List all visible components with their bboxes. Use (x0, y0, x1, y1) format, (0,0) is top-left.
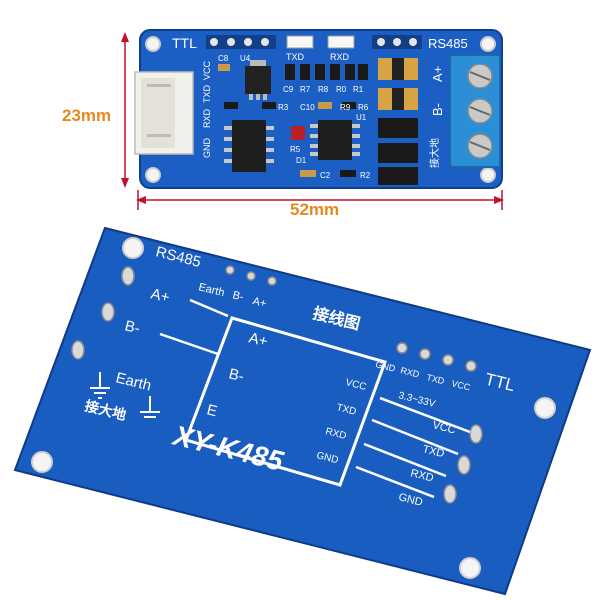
left-label-b: B- (123, 317, 142, 337)
top-board: TTL RS485 TXD RXD GND RXD TXD VCC A+ B- … (134, 29, 503, 189)
ref-r0: R0 (336, 85, 347, 94)
right-label-gnd: GND (397, 491, 424, 509)
box-label-vcc: VCC (344, 377, 367, 393)
bottom-board: RS485 Earth B- A+ 接线图 A+ B- Earth 接大地 A+… (13, 226, 592, 596)
ttl-pin-rxd: RXD (400, 365, 421, 379)
ttl-connector (134, 71, 194, 155)
height-dimension-label: 23mm (62, 106, 111, 125)
wiring-diagram-box (184, 316, 387, 487)
top-pin-labels: GND RXD TXD VCC (202, 60, 212, 158)
txd-led (286, 35, 314, 49)
box-label-b: B- (227, 365, 246, 385)
txd-led-label: TXD (286, 52, 305, 62)
ttl-header-pins (206, 35, 276, 49)
ttl-pin-vcc: VCC (451, 378, 472, 392)
ic-chips (224, 120, 360, 172)
ref-r7: R7 (300, 85, 311, 94)
width-dimension-label: 52mm (290, 200, 339, 219)
right-label-rxd: RXD (409, 467, 434, 484)
ref-u1: U1 (356, 113, 367, 122)
ref-d1: D1 (296, 156, 307, 165)
smd-parts (218, 64, 368, 177)
side-label-b-minus: B- (430, 103, 445, 116)
side-label-earth-cn: 接大地 (428, 138, 441, 168)
ref-r8: R8 (318, 85, 329, 94)
ref-u4: U4 (240, 54, 251, 63)
terminal-label-a: A+ (251, 295, 267, 310)
ref-r1: R1 (353, 85, 364, 94)
pin-label-vcc: VCC (202, 60, 212, 80)
screw-terminal (449, 54, 501, 168)
terminal-label-b: B- (231, 289, 245, 303)
right-label-txd: TXD (421, 443, 445, 460)
ttl-header-label: TTL (172, 35, 197, 51)
ttl-pin-gnd: GND (375, 359, 397, 374)
ref-r9: R9 (340, 103, 351, 112)
ref-c9: C9 (283, 85, 294, 94)
rs485-header-label: RS485 (428, 36, 468, 51)
dimension-lines (121, 32, 504, 210)
pin-label-txd: TXD (202, 84, 212, 103)
solder-pads (71, 265, 483, 504)
earth-symbol (90, 372, 160, 418)
ref-c8: C8 (218, 54, 229, 63)
top-side-labels: A+ B- 接大地 (428, 66, 445, 168)
left-label-a: A+ (149, 285, 172, 306)
box-label-rxd: RXD (324, 426, 347, 442)
component-refs: C8 U4 C9 R7 R8 R0 R1 R3 C10 R9 R6 R5 D1 … (218, 54, 371, 180)
box-label-txd: TXD (335, 402, 357, 418)
pin-label-rxd: RXD (202, 108, 212, 128)
box-label-a: A+ (247, 329, 270, 350)
rxd-led (327, 35, 355, 49)
ref-r6: R6 (358, 103, 369, 112)
right-label-vcc: VCC (431, 419, 456, 436)
protection-parts (378, 58, 418, 185)
ttl-pin-txd: TXD (426, 372, 446, 386)
ref-r3: R3 (278, 103, 289, 112)
rs485-header-pins (372, 35, 422, 49)
ref-r5: R5 (290, 145, 301, 154)
box-label-gnd: GND (315, 450, 339, 466)
ref-c2: C2 (320, 171, 331, 180)
side-label-a-plus: A+ (430, 66, 445, 82)
ref-c10: C10 (300, 103, 315, 112)
rxd-led-label: RXD (330, 52, 350, 62)
ref-r2: R2 (360, 171, 371, 180)
box-label-e: E (205, 401, 219, 420)
pin-label-gnd: GND (202, 138, 212, 159)
wiring-arrows (159, 298, 471, 499)
